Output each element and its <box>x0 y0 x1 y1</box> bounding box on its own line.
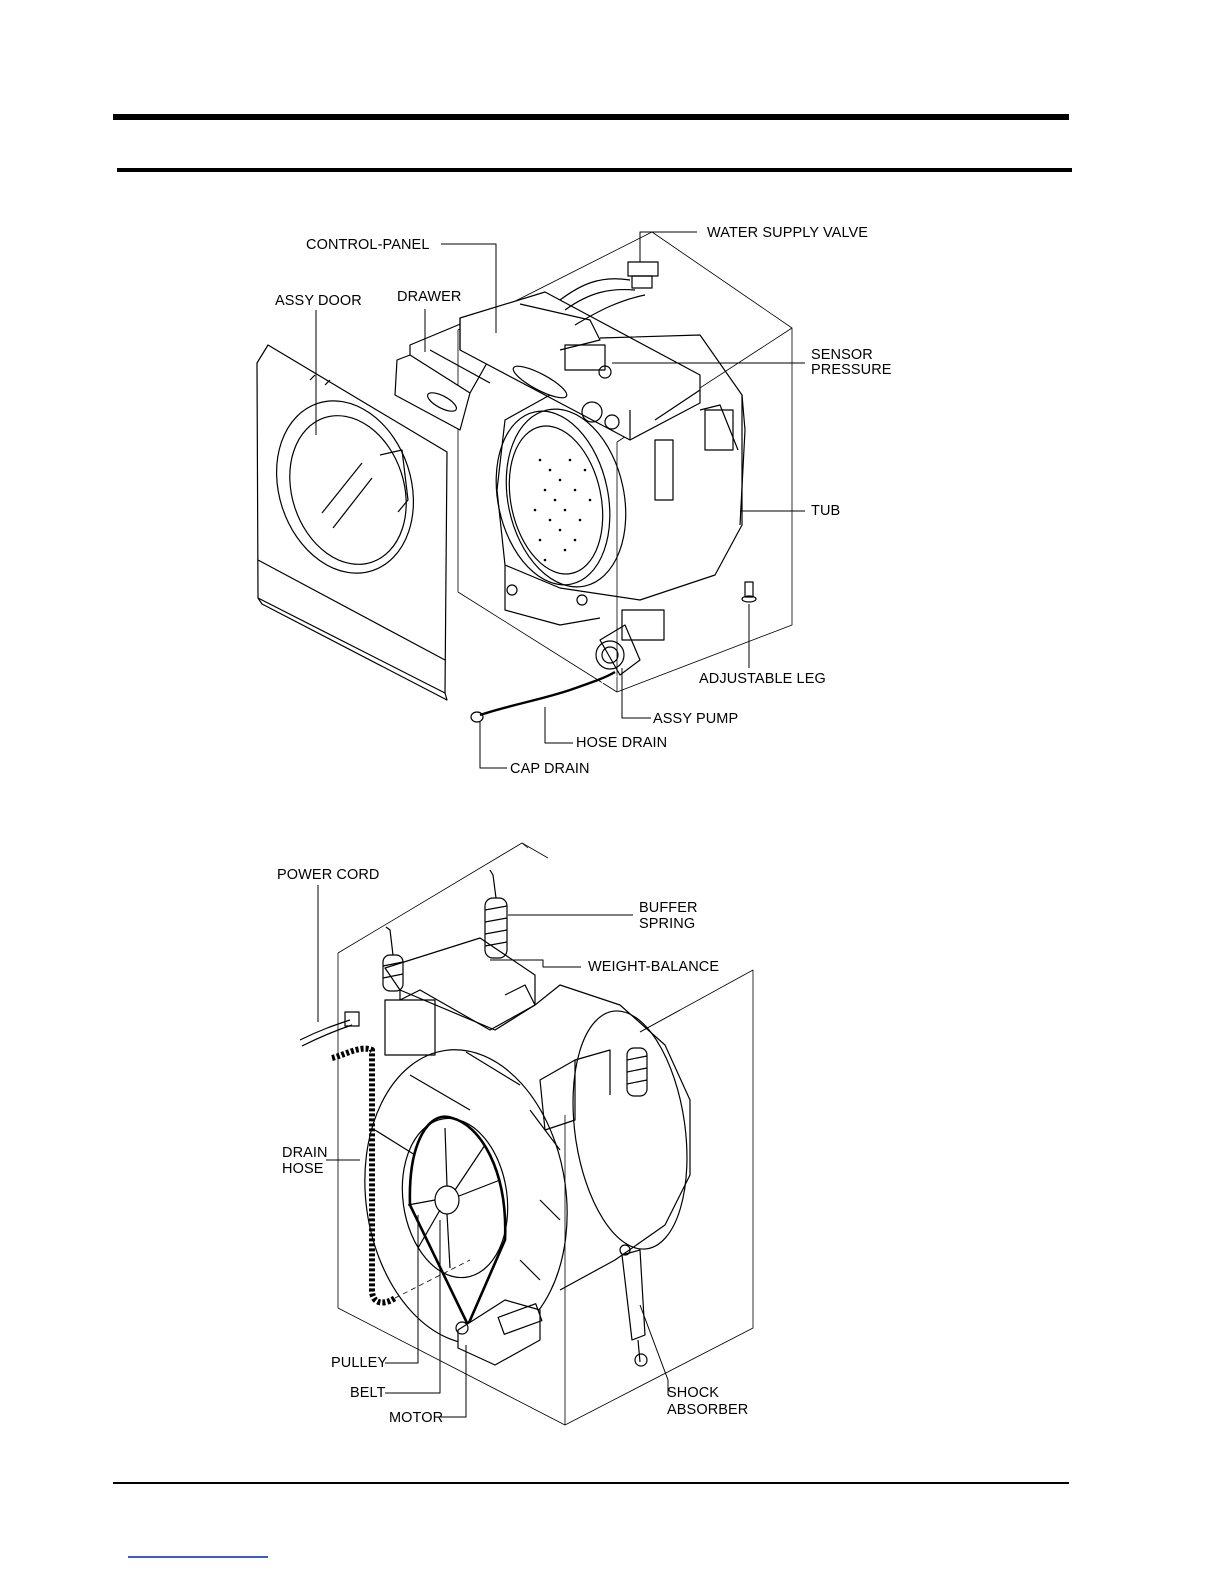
label-shock-absorber-line2: ABSORBER <box>667 1402 748 1418</box>
label-assy-pump: ASSY PUMP <box>653 711 738 727</box>
label-buffer-spring-line2: SPRING <box>639 916 695 932</box>
label-tub: TUB <box>811 503 840 519</box>
label-cap-drain: CAP DRAIN <box>510 761 590 777</box>
label-water-supply-valve: WATER SUPPLY VALVE <box>707 225 868 241</box>
label-belt: BELT <box>350 1385 386 1401</box>
label-pulley: PULLEY <box>331 1355 387 1371</box>
hose-drain-shape <box>471 672 617 722</box>
motor-shape <box>456 1300 542 1365</box>
power-cord-shape <box>300 1012 359 1046</box>
label-buffer-spring-line1: BUFFER <box>639 900 698 916</box>
label-power-cord: POWER CORD <box>277 867 380 883</box>
label-shock-absorber-line1: SHOCK <box>667 1385 719 1401</box>
drain-hose-shape <box>332 1049 395 1303</box>
label-weight-balance: WEIGHT-BALANCE <box>588 959 719 975</box>
shock-absorber-shape <box>620 1245 647 1366</box>
drum-perforation <box>534 459 592 562</box>
label-adjustable-leg: ADJUSTABLE LEG <box>699 671 826 687</box>
adjustable-leg-shape <box>742 582 756 602</box>
weight-balance-shape <box>385 938 535 1030</box>
label-assy-door: ASSY DOOR <box>275 293 362 309</box>
label-control-panel: CONTROL-PANEL <box>306 237 430 253</box>
tub-body-bottom <box>346 985 701 1357</box>
label-sensor-pressure-line2: PRESSURE <box>811 362 892 378</box>
label-drain-hose-line1: DRAIN <box>282 1145 328 1161</box>
assy-pump-shape <box>596 610 664 675</box>
label-drawer: DRAWER <box>397 289 462 305</box>
belt-shape <box>410 1117 505 1325</box>
label-sensor-pressure-line1: SENSOR <box>811 347 873 363</box>
label-hose-drain: HOSE DRAIN <box>576 735 667 751</box>
label-drain-hose-line2: HOSE <box>282 1161 324 1177</box>
label-motor: MOTOR <box>389 1410 443 1426</box>
